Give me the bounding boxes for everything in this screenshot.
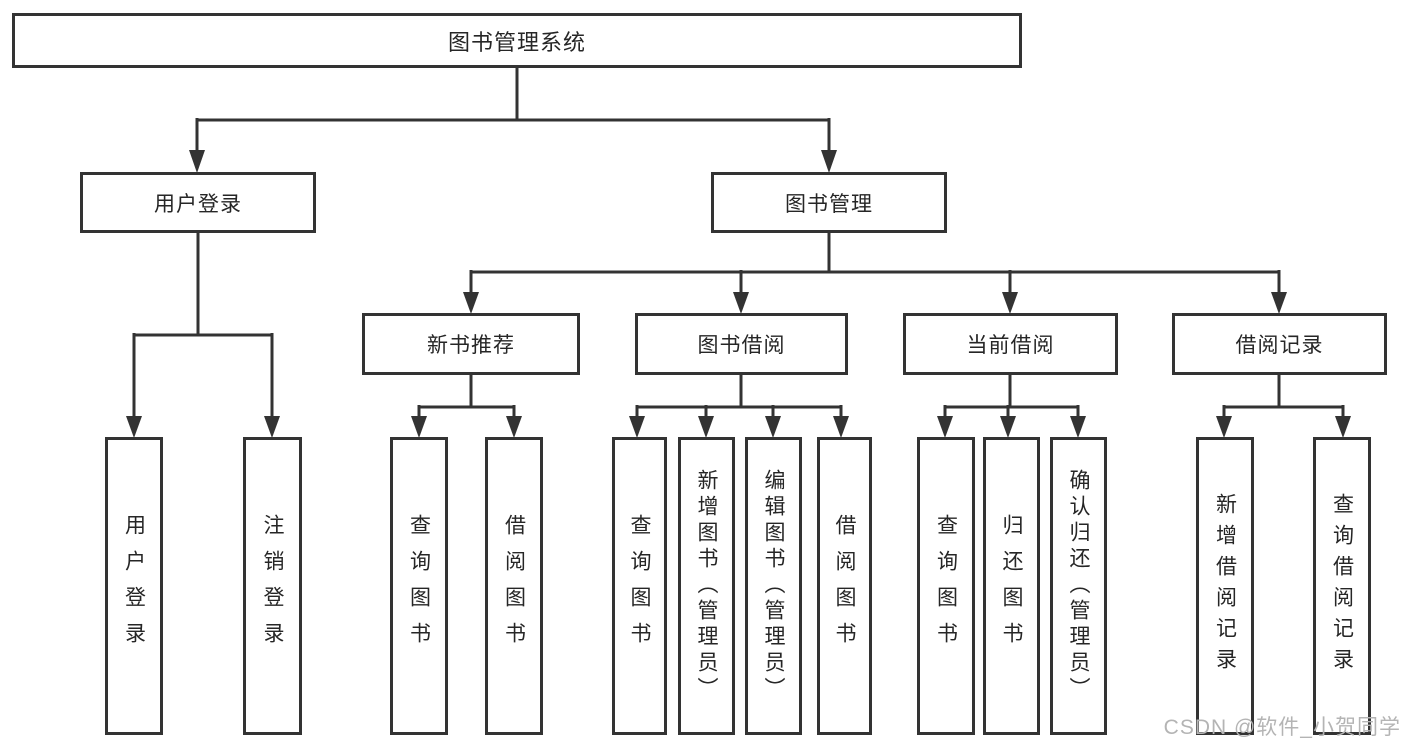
node-root-library-system: 图书管理系统 <box>12 13 1022 68</box>
leaf-edit-books-admin: 编辑图书（管理员） <box>745 437 802 735</box>
node-new-book-recommend-label: 新书推荐 <box>427 334 515 357</box>
node-new-book-recommend: 新书推荐 <box>362 313 580 375</box>
leaf-edit-books-admin-label: 编辑图书（管理员） <box>762 469 785 703</box>
leaf-logout: 注销登录 <box>243 437 302 735</box>
leaf-query-borrow-record: 查询借阅记录 <box>1313 437 1371 735</box>
leaf-query-books-3-label: 查询图书 <box>934 514 958 658</box>
csdn-watermark: CSDN @软件_小贺同学 <box>1163 716 1401 739</box>
node-borrow-records: 借阅记录 <box>1172 313 1387 375</box>
leaf-user-login: 用户登录 <box>105 437 163 735</box>
leaf-add-books-admin: 新增图书（管理员） <box>678 437 735 735</box>
node-book-borrow-label: 图书借阅 <box>697 334 786 357</box>
leaf-borrow-books-1: 借阅图书 <box>485 437 543 735</box>
connector-user-login <box>126 233 280 438</box>
leaf-query-books-1: 查询图书 <box>390 437 448 735</box>
leaf-borrow-books-2: 借阅图书 <box>817 437 872 735</box>
node-user-login: 用户登录 <box>80 172 316 233</box>
leaf-query-books-1-label: 查询图书 <box>407 514 431 658</box>
connector-root <box>189 68 837 173</box>
connector-book-management <box>463 233 1287 314</box>
leaf-add-borrow-record: 新增借阅记录 <box>1196 437 1254 735</box>
leaf-query-borrow-record-label: 查询借阅记录 <box>1330 493 1354 679</box>
connector-book-borrow <box>629 375 849 438</box>
leaf-user-login-label: 用户登录 <box>122 514 146 658</box>
node-book-borrow: 图书借阅 <box>635 313 848 375</box>
leaf-logout-label: 注销登录 <box>261 514 284 658</box>
connector-borrow-records <box>1216 375 1351 438</box>
node-current-borrow-label: 当前借阅 <box>966 334 1055 357</box>
node-book-management: 图书管理 <box>711 172 947 233</box>
leaf-query-books-3: 查询图书 <box>917 437 975 735</box>
leaf-query-books-2: 查询图书 <box>612 437 667 735</box>
leaf-add-borrow-record-label: 新增借阅记录 <box>1213 493 1237 679</box>
leaf-confirm-return-admin: 确认归还（管理员） <box>1050 437 1107 735</box>
leaf-add-books-admin-label: 新增图书（管理员） <box>695 469 718 703</box>
leaf-borrow-books-1-label: 借阅图书 <box>502 514 526 658</box>
node-user-login-label: 用户登录 <box>154 192 242 216</box>
node-current-borrow: 当前借阅 <box>903 313 1118 375</box>
leaf-confirm-return-admin-label: 确认归还（管理员） <box>1067 469 1090 703</box>
node-borrow-records-label: 借阅记录 <box>1235 334 1324 357</box>
connector-new-book-recommend <box>411 375 522 438</box>
leaf-return-books-label: 归还图书 <box>1000 514 1023 658</box>
leaf-return-books: 归还图书 <box>983 437 1040 735</box>
connector-current-borrow <box>937 375 1086 438</box>
leaf-borrow-books-2-label: 借阅图书 <box>833 514 856 658</box>
node-book-management-label: 图书管理 <box>785 192 873 216</box>
leaf-query-books-2-label: 查询图书 <box>628 514 651 658</box>
node-root-label: 图书管理系统 <box>447 29 586 55</box>
